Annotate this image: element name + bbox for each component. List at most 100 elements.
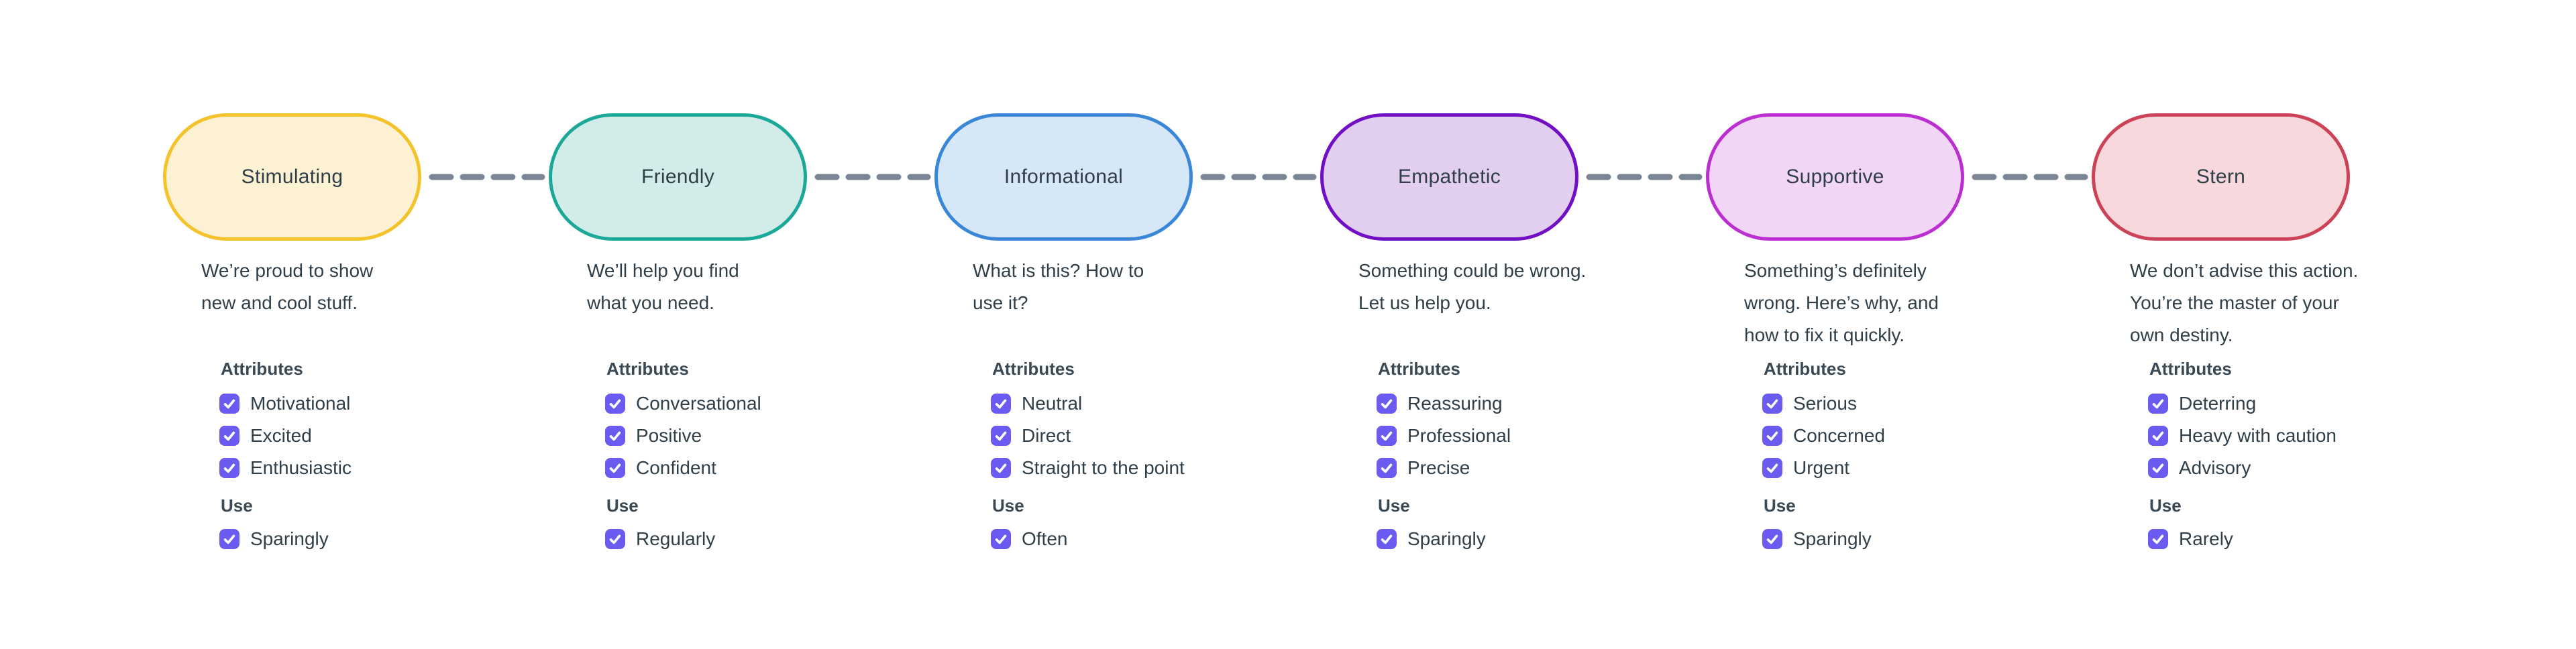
checkbox-checked-icon[interactable]: [605, 394, 625, 414]
attribute-row[interactable]: Positive: [605, 420, 761, 452]
use-label: Sparingly: [250, 528, 329, 549]
tone-column-supportive: Supportive Something’s definitely wrong.…: [1706, 0, 2092, 649]
attribute-row[interactable]: Enthusiastic: [219, 452, 352, 484]
use-row[interactable]: Often: [991, 523, 1067, 555]
checkbox-checked-icon[interactable]: [991, 458, 1011, 478]
checkbox-checked-icon[interactable]: [1377, 426, 1397, 446]
checkbox-checked-icon[interactable]: [1377, 394, 1397, 414]
checkbox-checked-icon[interactable]: [1377, 529, 1397, 549]
use-list: Sparingly: [1762, 523, 1872, 555]
checkbox-checked-icon[interactable]: [605, 458, 625, 478]
attribute-row[interactable]: Motivational: [219, 388, 352, 420]
checkbox-checked-icon[interactable]: [2148, 394, 2168, 414]
attributes-heading: Attributes: [221, 359, 303, 379]
attribute-label: Motivational: [250, 393, 351, 414]
attribute-row[interactable]: Professional: [1377, 420, 1511, 452]
tone-column-friendly: Friendly We’ll help you find what you ne…: [549, 0, 934, 649]
attribute-label: Direct: [1022, 425, 1071, 446]
use-heading: Use: [1764, 495, 1796, 516]
checkbox-checked-icon[interactable]: [605, 529, 625, 549]
tone-description: We don’t advise this action. You’re the …: [2130, 260, 2359, 345]
attribute-label: Enthusiastic: [250, 457, 352, 478]
use-label: Often: [1022, 528, 1068, 549]
tone-pill: Supportive: [1706, 113, 1964, 241]
use-heading: Use: [1378, 495, 1410, 516]
attribute-row[interactable]: Concerned: [1762, 420, 1885, 452]
use-row[interactable]: Regularly: [605, 523, 715, 555]
connector-dashed-line: [1586, 174, 1703, 180]
attribute-row[interactable]: Deterring: [2148, 388, 2337, 420]
attribute-row[interactable]: Direct: [991, 420, 1185, 452]
attributes-list: Serious Concerned Urgent: [1762, 388, 1885, 484]
tone-pill-label: Informational: [1004, 166, 1124, 188]
attribute-label: Serious: [1793, 393, 1857, 414]
checkbox-checked-icon[interactable]: [2148, 426, 2168, 446]
attribute-label: Excited: [250, 425, 312, 446]
tone-description: We’re proud to show new and cool stuff.: [201, 260, 374, 313]
checkbox-checked-icon[interactable]: [1762, 529, 1782, 549]
checkbox-checked-icon[interactable]: [219, 394, 239, 414]
checkbox-checked-icon[interactable]: [1762, 394, 1782, 414]
attribute-label: Concerned: [1793, 425, 1885, 446]
checkbox-checked-icon[interactable]: [1762, 458, 1782, 478]
attribute-row[interactable]: Precise: [1377, 452, 1511, 484]
attribute-row[interactable]: Advisory: [2148, 452, 2337, 484]
attribute-row[interactable]: Conversational: [605, 388, 761, 420]
use-row[interactable]: Rarely: [2148, 523, 2233, 555]
tone-pill: Stimulating: [163, 113, 421, 241]
checkbox-checked-icon[interactable]: [1377, 458, 1397, 478]
attribute-label: Precise: [1407, 457, 1470, 478]
tone-pill-label: Friendly: [641, 166, 715, 188]
use-list: Sparingly: [1377, 523, 1486, 555]
attribute-row[interactable]: Reassuring: [1377, 388, 1511, 420]
attribute-label: Confident: [636, 457, 716, 478]
use-list: Often: [991, 523, 1067, 555]
attribute-row[interactable]: Serious: [1762, 388, 1885, 420]
use-list: Rarely: [2148, 523, 2233, 555]
use-heading: Use: [992, 495, 1024, 516]
checkbox-checked-icon[interactable]: [219, 529, 239, 549]
use-label: Sparingly: [1407, 528, 1486, 549]
checkbox-checked-icon[interactable]: [2148, 529, 2168, 549]
attribute-row[interactable]: Urgent: [1762, 452, 1885, 484]
attribute-row[interactable]: Excited: [219, 420, 352, 452]
attribute-label: Deterring: [2179, 393, 2257, 414]
use-heading: Use: [2149, 495, 2182, 516]
checkbox-checked-icon[interactable]: [1762, 426, 1782, 446]
attribute-row[interactable]: Neutral: [991, 388, 1185, 420]
tone-column-stern: Stern We don’t advise this action. You’r…: [2092, 0, 2477, 649]
use-row[interactable]: Sparingly: [1377, 523, 1486, 555]
attribute-label: Positive: [636, 425, 702, 446]
attribute-row[interactable]: Confident: [605, 452, 761, 484]
checkbox-checked-icon[interactable]: [219, 458, 239, 478]
use-heading: Use: [606, 495, 639, 516]
attribute-label: Straight to the point: [1022, 457, 1185, 478]
checkbox-checked-icon[interactable]: [991, 426, 1011, 446]
connector-dashed-line: [814, 174, 931, 180]
attributes-list: Motivational Excited Enthusiastic: [219, 388, 352, 484]
attributes-list: Neutral Direct Straight to the point: [991, 388, 1185, 484]
tone-pill-label: Stern: [2196, 166, 2246, 188]
use-row[interactable]: Sparingly: [1762, 523, 1872, 555]
use-label: Regularly: [636, 528, 716, 549]
attributes-list: Deterring Heavy with caution Advisory: [2148, 388, 2337, 484]
checkbox-checked-icon[interactable]: [991, 529, 1011, 549]
checkbox-checked-icon[interactable]: [605, 426, 625, 446]
use-list: Regularly: [605, 523, 715, 555]
tone-description: Something’s definitely wrong. Here’s why…: [1744, 260, 1939, 345]
use-row[interactable]: Sparingly: [219, 523, 329, 555]
attribute-label: Conversational: [636, 393, 761, 414]
checkbox-checked-icon[interactable]: [2148, 458, 2168, 478]
tone-column-stimulating: Stimulating We’re proud to show new and …: [163, 0, 549, 649]
use-label: Rarely: [2179, 528, 2233, 549]
attributes-heading: Attributes: [1378, 359, 1460, 379]
attributes-heading: Attributes: [606, 359, 689, 379]
checkbox-checked-icon[interactable]: [219, 426, 239, 446]
tone-column-informational: Informational What is this? How to use i…: [934, 0, 1320, 649]
attribute-label: Professional: [1407, 425, 1511, 446]
attribute-row[interactable]: Straight to the point: [991, 452, 1185, 484]
attribute-label: Neutral: [1022, 393, 1083, 414]
attribute-row[interactable]: Heavy with caution: [2148, 420, 2337, 452]
tone-pill-label: Supportive: [1786, 166, 1884, 188]
checkbox-checked-icon[interactable]: [991, 394, 1011, 414]
